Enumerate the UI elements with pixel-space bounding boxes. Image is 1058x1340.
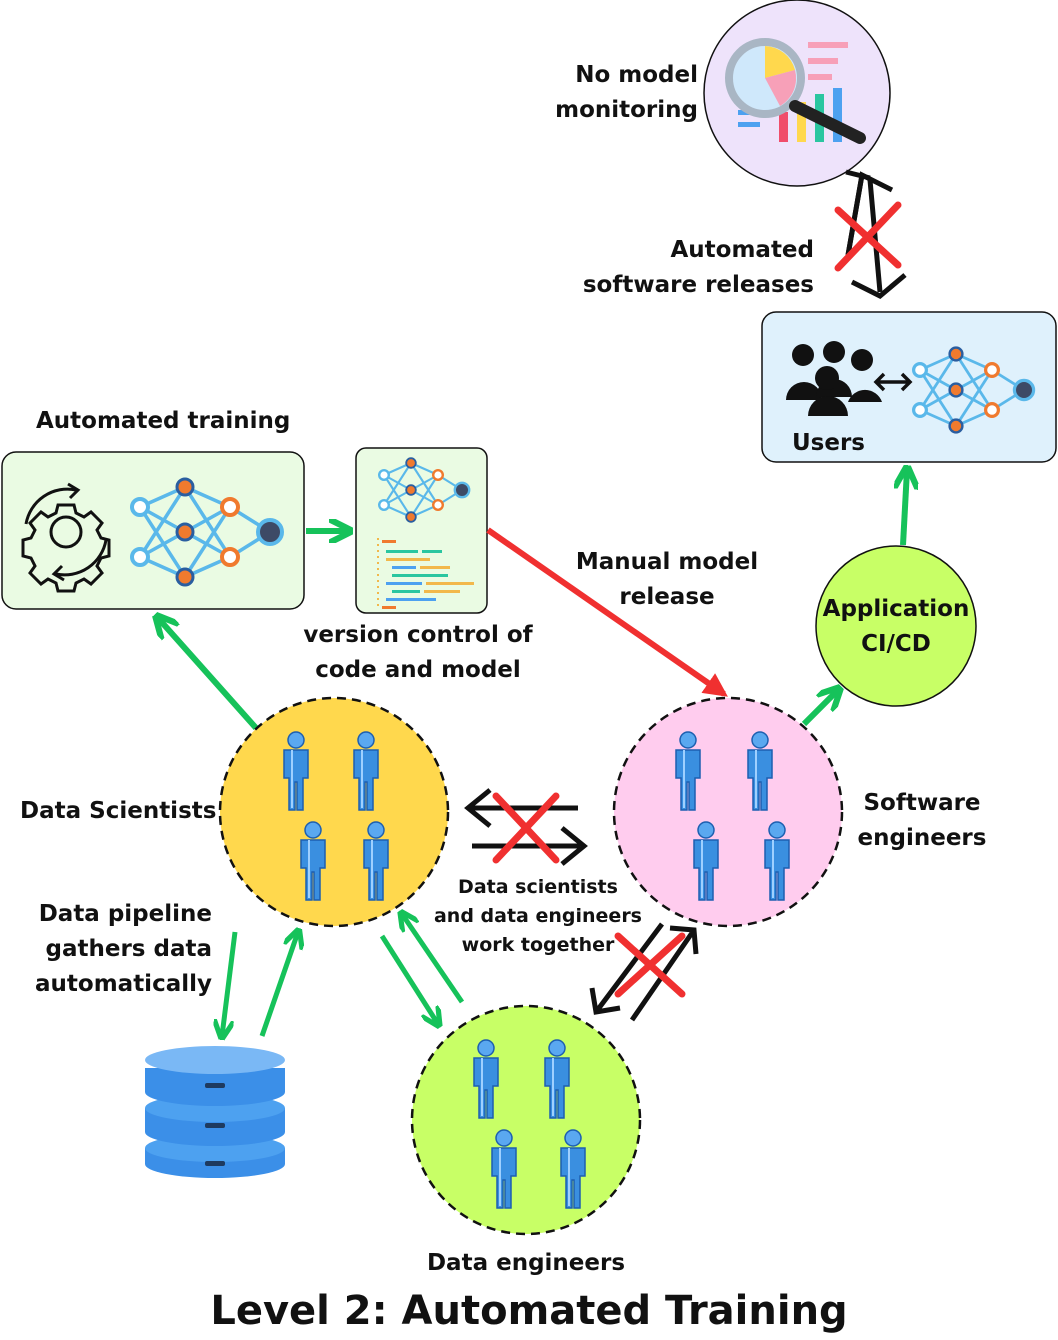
version-control-box xyxy=(355,447,488,614)
bidirectional-arrow-icon xyxy=(873,372,913,392)
model-monitoring-node xyxy=(703,0,891,187)
manual-model-release-label: Manual model release xyxy=(575,549,759,610)
data-engineers-label: Data engineers xyxy=(426,1250,626,1276)
red-x-icon xyxy=(614,932,686,998)
automated-software-releases-label: Automated software releases xyxy=(582,237,814,298)
application-cicd-node xyxy=(815,545,977,707)
data-pipeline-label: Data pipeline gathers data automatically xyxy=(35,901,212,997)
users-group-icon xyxy=(786,341,882,416)
scientists-to-training-arrow xyxy=(158,618,259,730)
magnifier-chart-icon xyxy=(725,38,866,144)
no-model-monitoring-label: No model monitoring xyxy=(555,62,698,123)
data-engineers-software-arrows xyxy=(589,922,699,1022)
data-scientists-node xyxy=(218,696,450,928)
scientists-engineers-arrows xyxy=(464,788,588,866)
monitoring-release-arrows xyxy=(834,169,907,299)
automated-training-box xyxy=(1,451,305,610)
version-control-label: version control of code and model xyxy=(303,622,533,683)
software-engineers-label: Software engineers xyxy=(857,790,987,851)
cicd-to-users-arrow xyxy=(903,470,907,546)
application-cicd-label: Application CI/CD xyxy=(822,596,970,657)
automated-training-label: Automated training xyxy=(36,408,291,434)
users-box xyxy=(761,311,1057,463)
collaboration-label: Data scientists and data engineers work … xyxy=(433,876,642,956)
red-x-icon xyxy=(492,792,560,864)
pipeline-arrows xyxy=(222,932,298,1036)
engineers-to-cicd-arrow xyxy=(801,690,838,727)
page-title: Level 2: Automated Training xyxy=(210,1288,848,1334)
manual-release-arrow xyxy=(486,527,728,697)
gear-cycle-icon xyxy=(21,482,111,593)
database-icon xyxy=(145,1046,285,1178)
scientists-data-engineers-arrows xyxy=(379,914,465,1024)
data-scientists-label: Data Scientists xyxy=(20,798,217,824)
code-file-icon xyxy=(377,538,474,609)
red-x-icon xyxy=(834,201,902,272)
software-engineers-node xyxy=(612,696,844,928)
users-label: Users xyxy=(792,430,865,456)
data-engineers-node xyxy=(410,1004,642,1236)
